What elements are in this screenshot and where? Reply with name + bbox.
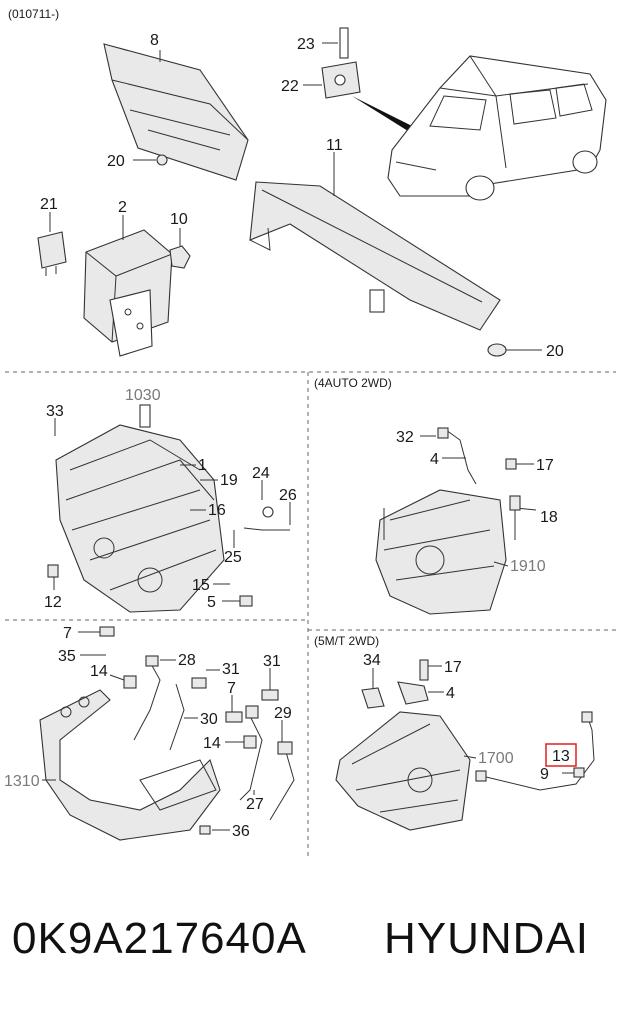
nut-part-10	[169, 245, 191, 269]
label-1030: 1030	[125, 387, 161, 404]
label-2: 2	[118, 199, 127, 216]
label-17-auto: 17	[536, 457, 554, 474]
pointer-arrow	[352, 96, 420, 136]
parts-diagram: (010711-) 8 20 23 22	[4, 7, 616, 860]
label-36: 36	[232, 823, 250, 840]
label-12: 12	[44, 594, 62, 611]
label-31-left: 31	[222, 661, 240, 678]
label-13: 13	[552, 748, 570, 765]
label-9: 9	[540, 766, 549, 783]
label-11: 11	[326, 137, 343, 154]
relay-part-21	[37, 231, 67, 276]
grommet-part-20	[487, 343, 507, 357]
label-25: 25	[224, 549, 242, 566]
label-8: 8	[150, 32, 159, 49]
label-30: 30	[200, 711, 218, 728]
label-32: 32	[396, 429, 414, 446]
label-28: 28	[178, 652, 196, 669]
manual-transmission-illustration	[335, 711, 471, 831]
label-4-auto: 4	[430, 451, 439, 468]
sensor-part-22	[321, 27, 361, 99]
label-14-mid: 14	[203, 735, 221, 752]
label-7-left: 7	[63, 625, 72, 642]
label-1310: 1310	[4, 773, 40, 790]
automatic-transmission-illustration	[375, 489, 507, 615]
exhaust-manifold-illustration	[39, 689, 221, 841]
engine-illustration	[55, 424, 225, 613]
label-18: 18	[540, 509, 558, 526]
bracket-1030	[139, 404, 151, 428]
label-22: 22	[281, 78, 299, 95]
label-5: 5	[207, 594, 216, 611]
label-16: 16	[208, 502, 226, 519]
label-15: 15	[192, 577, 210, 594]
crossmember-part-11	[249, 181, 501, 331]
label-27: 27	[246, 796, 264, 813]
label-10: 10	[170, 211, 188, 228]
label-31-right: 31	[263, 653, 281, 670]
label-20-top: 20	[107, 153, 125, 170]
label-4-manual: 4	[446, 685, 455, 702]
footer-caption: 0K9A217640A HYUNDAI	[0, 900, 621, 980]
vehicle-illustration	[387, 55, 607, 201]
highlight-box-13	[545, 743, 577, 767]
label-33: 33	[46, 403, 64, 420]
label-21: 21	[40, 196, 58, 213]
label-23: 23	[297, 36, 315, 53]
label-35: 35	[58, 648, 76, 665]
diagram-code: (010711-)	[8, 7, 59, 21]
section-title-manual: (5M/T 2WD)	[314, 634, 379, 648]
label-20-bottom: 20	[546, 343, 564, 360]
label-14-left: 14	[90, 663, 108, 680]
label-19: 19	[220, 472, 238, 489]
brand-name: HYUNDAI	[384, 914, 590, 963]
label-17-manual: 17	[444, 659, 462, 676]
label-24: 24	[252, 465, 270, 482]
label-1: 1	[198, 457, 207, 474]
part-number: 0K9A217640A	[12, 914, 307, 963]
label-34: 34	[363, 652, 381, 669]
clip-part-20	[156, 154, 168, 166]
label-1700: 1700	[478, 750, 514, 767]
label-7-mid: 7	[227, 680, 236, 697]
control-unit-part-2	[83, 229, 173, 357]
ecu-cover-part	[103, 43, 249, 181]
label-1910: 1910	[510, 558, 546, 575]
label-29: 29	[274, 705, 292, 722]
section-title-auto: (4AUTO 2WD)	[314, 376, 392, 390]
label-26: 26	[279, 487, 297, 504]
